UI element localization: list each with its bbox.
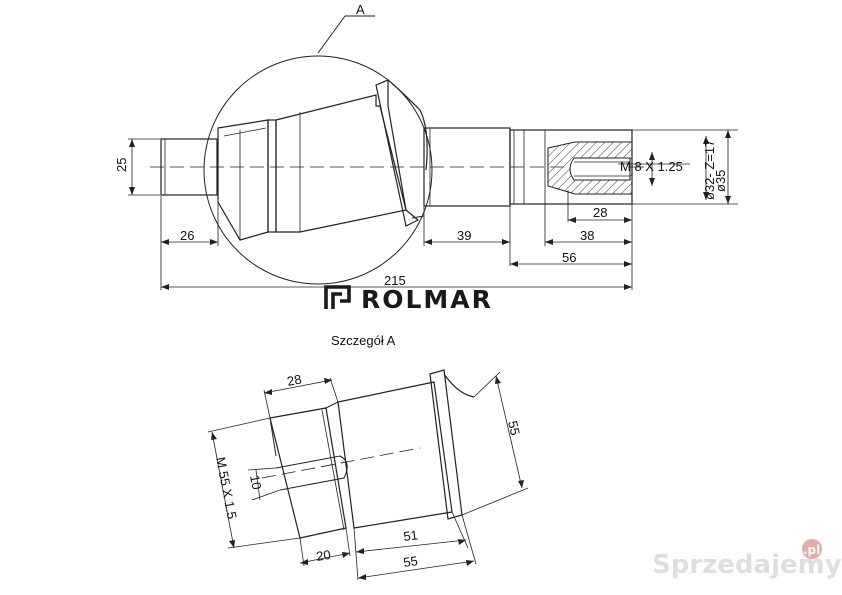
dim-shaft-end-length: 26 [180, 228, 194, 243]
detail-dim-collar-width: 55 [505, 419, 523, 436]
detail-title: Szczegół A [331, 333, 396, 348]
dim-splined-length: 56 [562, 250, 576, 265]
dim-outer-diameter: ø35 [713, 170, 728, 192]
dim-spline-spec: ø32- Z=17 [702, 140, 717, 200]
detail-keyway [275, 455, 348, 491]
dim-internal-thread: M 8 X 1.25 [620, 159, 683, 174]
dim-middle-section-length: 39 [457, 228, 471, 243]
detail-thread [269, 407, 347, 539]
detail-dim-thread-spec: M 55 X 1.5 [213, 456, 240, 521]
brand-name: ROLMAR [361, 285, 493, 314]
main-view [128, 15, 738, 290]
shaft-end [160, 138, 218, 196]
detail-dim-body-length: 51 [403, 527, 419, 544]
detail-dim-chamfer-length: 20 [315, 547, 332, 564]
rolmar-logo: ROLMAR [324, 285, 493, 314]
detail-dim-overall-length: 55 [402, 553, 418, 570]
detail-dim-keyway-width: 10 [247, 474, 264, 491]
main-body [275, 94, 407, 233]
threaded-section [217, 119, 269, 241]
callout-leader [317, 15, 346, 54]
watermark-badge [802, 539, 822, 559]
detail-circle [203, 55, 433, 285]
callout-label: A [356, 2, 365, 17]
detail-body [337, 381, 453, 529]
dim-total-length: 215 [384, 273, 406, 288]
detail-dim-thread-length: 28 [286, 371, 303, 388]
detail-view [207, 369, 529, 581]
dim-shaft-end-diameter: 25 [114, 158, 129, 172]
dim-thread-depth: 28 [593, 205, 607, 220]
watermark: Sprzedajemy .pl [652, 539, 842, 580]
rolmar-logo-mark [324, 285, 351, 309]
watermark-suffix: .pl [803, 543, 820, 557]
dim-bore-depth: 38 [580, 228, 594, 243]
detail-collar [429, 369, 463, 520]
